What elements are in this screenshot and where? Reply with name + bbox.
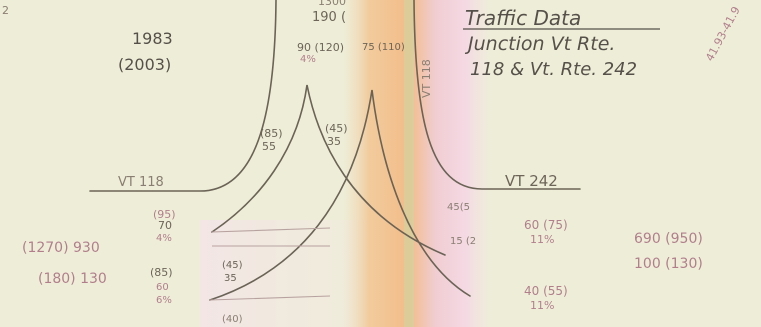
west-c-top: (45) <box>222 260 243 271</box>
peak-b-value: 35 <box>327 135 341 148</box>
peak-b-label: (45) <box>325 122 348 135</box>
north-left-pct: 4% <box>300 54 316 65</box>
east-in-label-2: 15 (2 <box>450 236 476 247</box>
cusp-left <box>211 84 446 256</box>
curve-east-north <box>413 0 581 190</box>
title-line-3: 118 & Vt. Rte. 242 <box>470 59 637 80</box>
east-b-pct: 11% <box>530 299 554 312</box>
west-approach-trucks: (180) 130 <box>38 271 107 287</box>
road-north-label: VT 118 <box>420 59 433 98</box>
top-count-partial: 1300 <box>318 0 346 8</box>
year-base: 1983 <box>132 29 173 48</box>
east-trucks: 100 (130) <box>634 256 703 272</box>
west-a-value: 70 <box>158 219 172 232</box>
curve-west-north <box>89 0 277 192</box>
green-stripe <box>404 0 414 327</box>
orange-stain <box>342 0 492 327</box>
east-b-value: 40 (55) <box>524 284 568 298</box>
top-count-north: 190 ( <box>312 10 346 25</box>
east-a-pct: 11% <box>530 233 554 246</box>
peak-a-value: 55 <box>262 140 276 153</box>
west-approach-total: (1270) 930 <box>22 240 100 256</box>
north-right-turn: 75 (110) <box>362 42 405 53</box>
north-left-turn: 90 (120) <box>297 41 344 54</box>
year-design: (2003) <box>118 55 171 74</box>
west-c-value: 35 <box>224 273 237 284</box>
west-c-bottom: (40) <box>222 314 243 325</box>
west-b-top: (85) <box>150 266 173 279</box>
road-west-label: VT 118 <box>118 175 164 190</box>
edge-note: 41.93-41.9 <box>703 4 743 63</box>
west-approach-lines <box>209 227 331 301</box>
title-line-1: Traffic Data <box>465 6 581 30</box>
peak-a-label: (85) <box>260 127 283 140</box>
road-east-label: VT 242 <box>505 172 558 190</box>
west-a-top: (95) <box>153 208 176 221</box>
east-in-label: 45(5 <box>447 202 470 213</box>
west-b-value: 60 <box>156 282 169 293</box>
east-a-value: 60 (75) <box>524 218 568 232</box>
cusp-right <box>209 89 471 301</box>
west-a-pct: 4% <box>156 233 172 244</box>
corner-mark: 2 <box>2 4 9 17</box>
east-total: 690 (950) <box>634 231 703 247</box>
west-b-pct: 6% <box>156 295 172 306</box>
title-line-2: Junction Vt Rte. <box>464 33 615 55</box>
